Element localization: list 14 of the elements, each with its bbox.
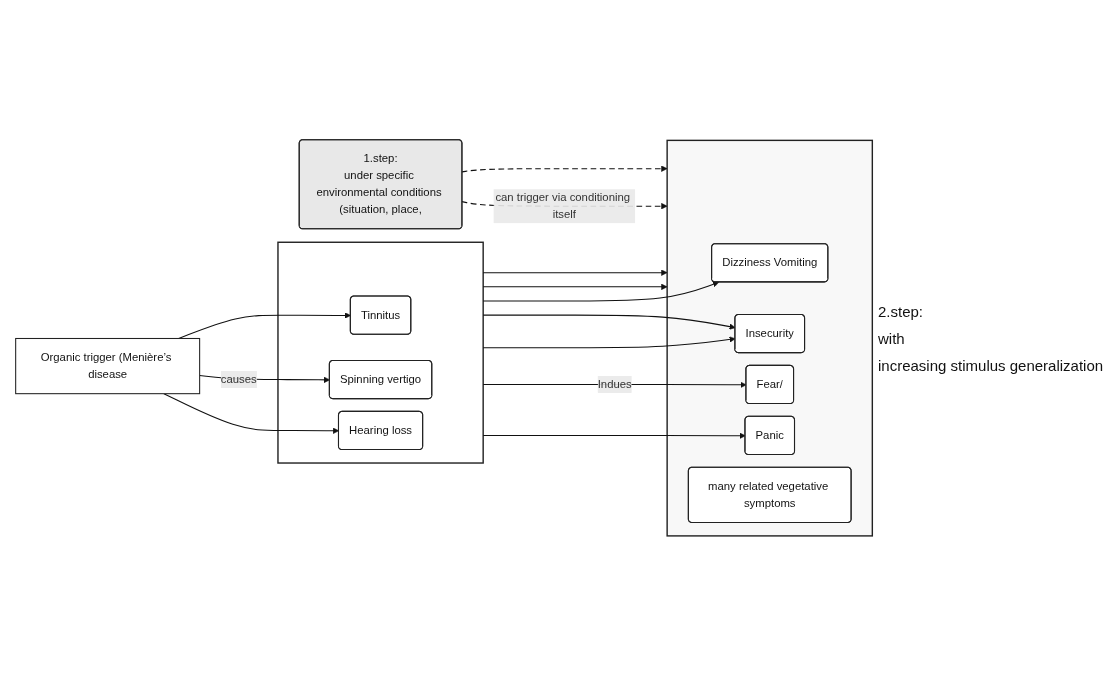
edge-label: causes	[220, 373, 257, 386]
edge-label: can trigger via conditioning itself	[495, 191, 631, 221]
cluster	[666, 139, 874, 537]
arrow	[178, 312, 351, 340]
arrow	[482, 281, 720, 302]
note-text: increasing stimulus generalization	[878, 356, 1105, 374]
arrow	[461, 165, 668, 173]
edge-label: Indues	[597, 378, 632, 391]
cluster	[277, 241, 484, 464]
note-text: with	[878, 329, 906, 347]
node-box: Organic trigger (Menière’s disease	[15, 338, 201, 395]
arrow	[482, 283, 668, 291]
note-text: 2.step:	[878, 302, 925, 320]
arrow	[482, 269, 668, 276]
